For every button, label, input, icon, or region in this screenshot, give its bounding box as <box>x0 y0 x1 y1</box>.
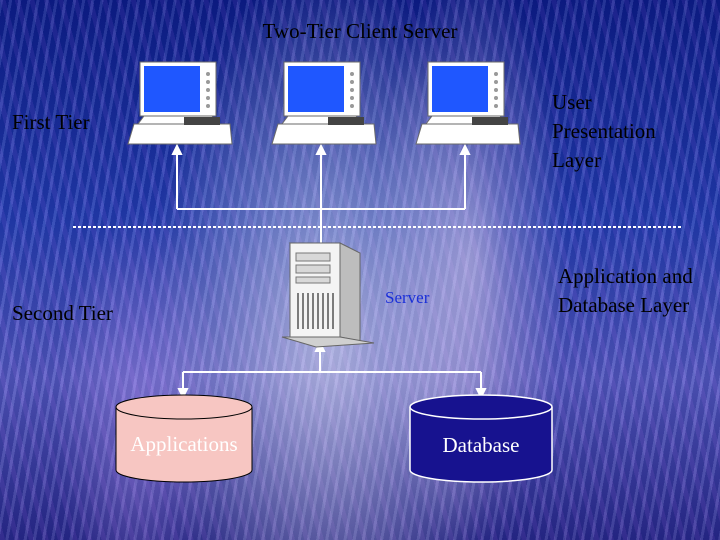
database-cylinder <box>409 394 553 483</box>
applications-cylinder <box>115 394 253 483</box>
diagram-title: Two-Tier Client Server <box>262 19 458 43</box>
server-tower <box>281 242 375 348</box>
application-database-layer-label: Application and Database Layer <box>558 264 693 317</box>
storage-connector-lines <box>177 340 487 400</box>
presentation-layer-label: User Presentation Layer <box>552 90 656 172</box>
client-computer-1 <box>127 61 233 145</box>
client-computer-3 <box>415 61 521 145</box>
client-connector-lines <box>171 143 471 245</box>
server-label: Server <box>385 288 430 307</box>
database-label: Database <box>442 433 520 457</box>
first-tier-label: First Tier <box>12 110 90 134</box>
second-tier-label: Second Tier <box>12 301 113 325</box>
client-computer-2 <box>271 61 377 145</box>
applications-label: Applications <box>130 432 238 456</box>
